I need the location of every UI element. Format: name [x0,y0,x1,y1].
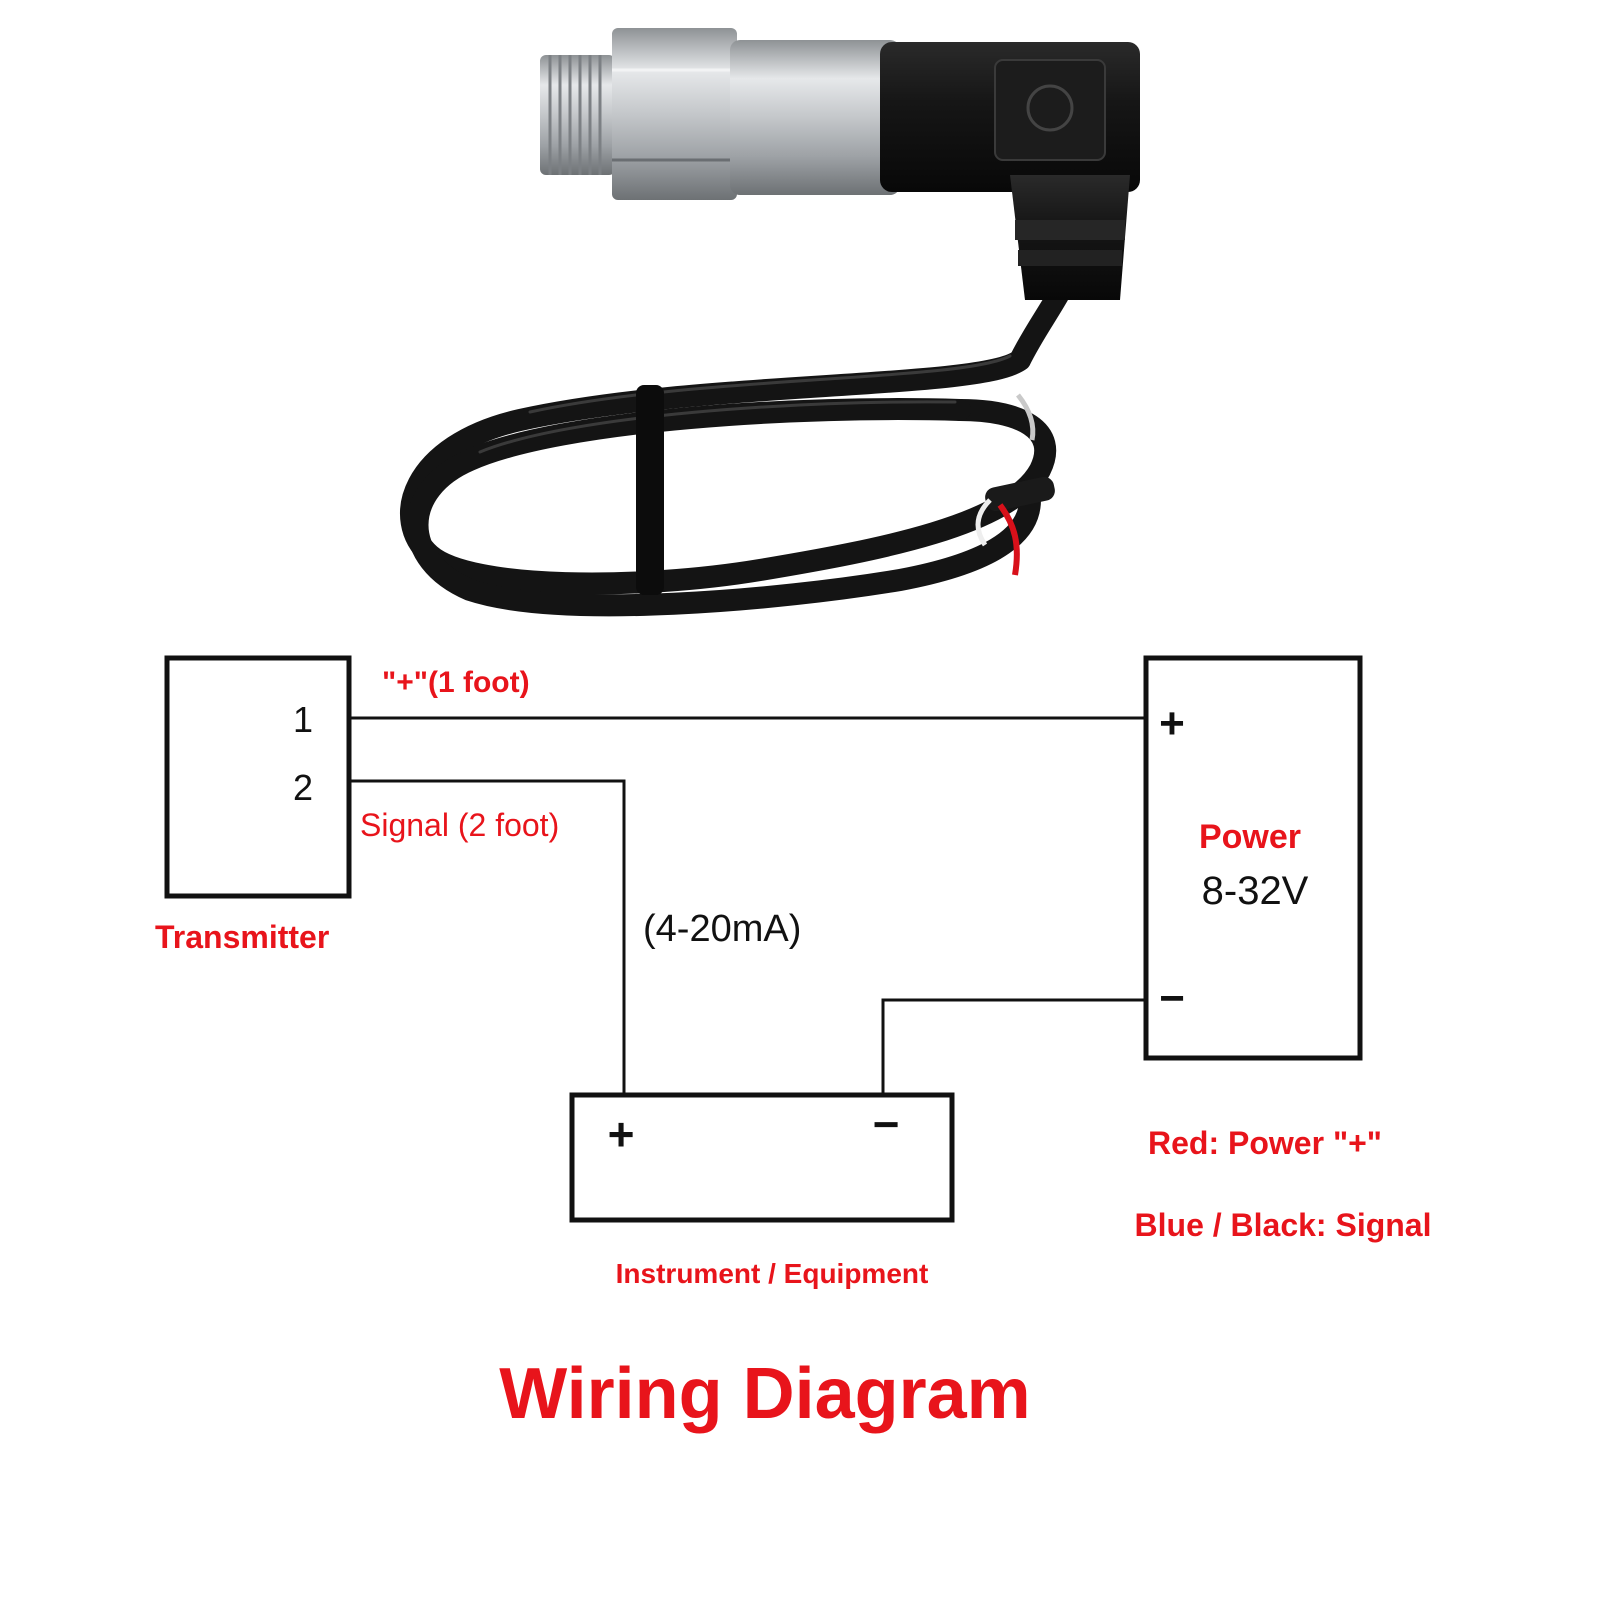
page-title: Wiring Diagram [499,1354,1030,1434]
wire-plus-label: "+"(1 foot) [382,666,530,699]
wire-signal [349,779,626,1095]
wire-signal-label: Signal (2 foot) [360,807,559,843]
transmitter-label: Transmitter [155,919,329,955]
power-minus-terminal: − [1159,974,1185,1023]
instrument-label: Instrument / Equipment [616,1258,929,1289]
din-connector [880,42,1140,300]
legend-blue-black-wire: Blue / Black: Signal [1135,1207,1432,1243]
pressure-transmitter-photo [400,28,1140,617]
cable-end [985,476,1055,512]
power-plus-terminal: + [1159,699,1185,748]
cable-coil [400,239,1091,617]
power-label: Power [1199,818,1301,856]
instrument-box [569,1092,955,1223]
white-wire [975,498,992,547]
cable-highlights [478,354,1012,454]
power-voltage: 8-32V [1202,869,1309,913]
current-range-label: (4-20mA) [643,908,801,950]
sensor-body [730,40,900,195]
legend-red-wire: Red: Power "+" [1148,1125,1382,1161]
hex-body [612,28,737,200]
red-wire [997,503,1020,576]
power-box [1143,655,1363,1061]
transmitter-box [164,655,352,899]
wire-power-minus [881,998,1146,1095]
instrument-minus-terminal: − [873,1098,900,1150]
cable-tie [636,385,664,595]
threaded-fitting [540,55,615,175]
transmitter-pin-1: 1 [293,699,313,740]
shield-wire [1016,393,1036,441]
transmitter-pin-2: 2 [293,767,313,808]
instrument-plus-terminal: + [608,1108,635,1160]
